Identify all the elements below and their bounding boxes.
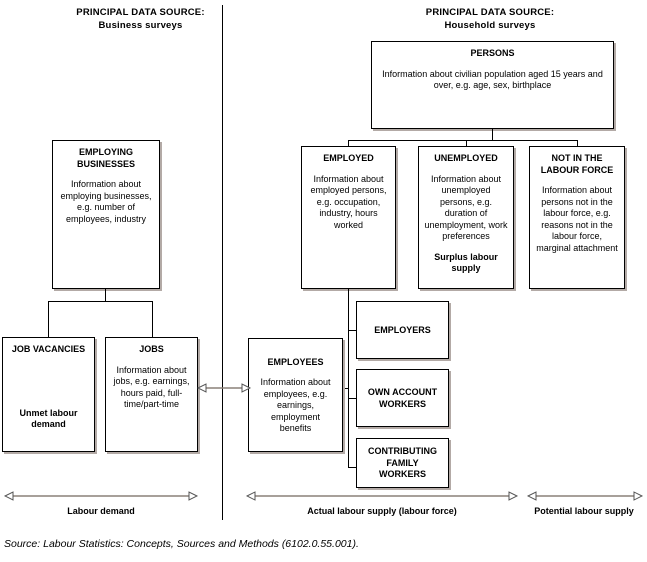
box-not-in-labour-force: NOT IN THE LABOUR FORCE Information abou… [529, 146, 625, 289]
connector-to-contributing-family [348, 467, 356, 468]
box-employed-title: EMPLOYED [323, 153, 374, 163]
connector-eb-bus [48, 301, 153, 302]
box-employed-body: Information about employed persons, e.g.… [310, 173, 387, 230]
box-employing-businesses: EMPLOYING BUSINESSES Information about e… [52, 140, 160, 289]
box-unemployed-sub: Surplus labour supply [434, 251, 498, 274]
arrow-jobs-employees [197, 382, 251, 394]
connector-to-employers [348, 330, 356, 331]
box-jobs-body: Information about jobs, e.g. earnings, h… [113, 364, 190, 410]
box-jobs: JOBS Information about jobs, e.g. earnin… [105, 337, 198, 452]
axis-label-potential-labour-supply: Potential labour supply [534, 506, 634, 516]
connector-employed-up [348, 140, 349, 146]
box-employing-businesses-title: EMPLOYING BUSINESSES [76, 147, 136, 169]
source-note: Source: Labour Statistics: Concepts, Sou… [4, 538, 359, 550]
box-nilf-body: Information about persons not in the lab… [536, 185, 618, 253]
connector-job-vacancies-up [48, 301, 49, 337]
box-unemployed: UNEMPLOYED Information about unemployed … [418, 146, 514, 289]
box-job-vacancies-sub: Unmet labour demand [19, 407, 78, 430]
header-left: PRINCIPAL DATA SOURCE: Business surveys [48, 6, 233, 32]
connector-to-employees [343, 388, 349, 389]
box-nilf-title: NOT IN THE LABOUR FORCE [540, 153, 614, 175]
vertical-divider [222, 5, 223, 520]
connector-jobs-up [152, 301, 153, 337]
connector-persons-bus [348, 140, 577, 141]
header-left-line1: PRINCIPAL DATA SOURCE: [76, 7, 205, 18]
box-jobs-title: JOBS [139, 344, 164, 354]
box-contributing-family-workers-title: CONTRIBUTING FAMILY WORKERS [368, 446, 437, 480]
header-left-line2: Business surveys [98, 20, 183, 31]
box-contributing-family-workers: CONTRIBUTING FAMILY WORKERS [356, 438, 449, 488]
box-employers-title: EMPLOYERS [374, 324, 431, 335]
box-employing-businesses-body: Information about employing businesses, … [60, 179, 152, 224]
box-unemployed-body: Information about unemployed persons, e.… [424, 173, 508, 242]
box-employers: EMPLOYERS [356, 301, 449, 359]
axis-arrow-actual-labour-supply [246, 490, 518, 502]
connector-eb-down [105, 289, 106, 301]
box-own-account-workers-title: OWN ACCOUNT WORKERS [367, 387, 438, 409]
box-unemployed-title: UNEMPLOYED [434, 153, 498, 163]
box-employed: EMPLOYED Information about employed pers… [301, 146, 396, 289]
box-persons: PERSONS Information about civilian popul… [371, 41, 614, 129]
connector-nilf-up [577, 140, 578, 146]
box-employees-title: EMPLOYEES [267, 356, 324, 367]
axis-arrow-labour-demand [4, 490, 198, 502]
box-employees: EMPLOYEES Information about employees, e… [248, 338, 343, 452]
header-right: PRINCIPAL DATA SOURCE: Household surveys [390, 6, 590, 32]
box-employees-body: Information about employees, e.g. earnin… [260, 377, 331, 433]
box-persons-title: PERSONS [470, 48, 515, 58]
header-right-line1: PRINCIPAL DATA SOURCE: [425, 7, 555, 18]
axis-arrow-potential-labour-supply [527, 490, 643, 502]
connector-persons-down [492, 129, 493, 140]
header-right-line2: Household surveys [444, 20, 536, 31]
box-job-vacancies-title: JOB VACANCIES [11, 344, 86, 354]
connector-to-own-account [348, 398, 356, 399]
axis-label-labour-demand: Labour demand [67, 506, 135, 516]
axis-label-actual-labour-supply: Actual labour supply (labour force) [307, 506, 457, 516]
connector-employed-down [348, 289, 349, 467]
box-persons-body: Information about civilian population ag… [382, 68, 603, 91]
box-job-vacancies: JOB VACANCIES Unmet labour demand [2, 337, 95, 452]
box-own-account-workers: OWN ACCOUNT WORKERS [356, 369, 449, 427]
connector-unemployed-up [466, 140, 467, 146]
